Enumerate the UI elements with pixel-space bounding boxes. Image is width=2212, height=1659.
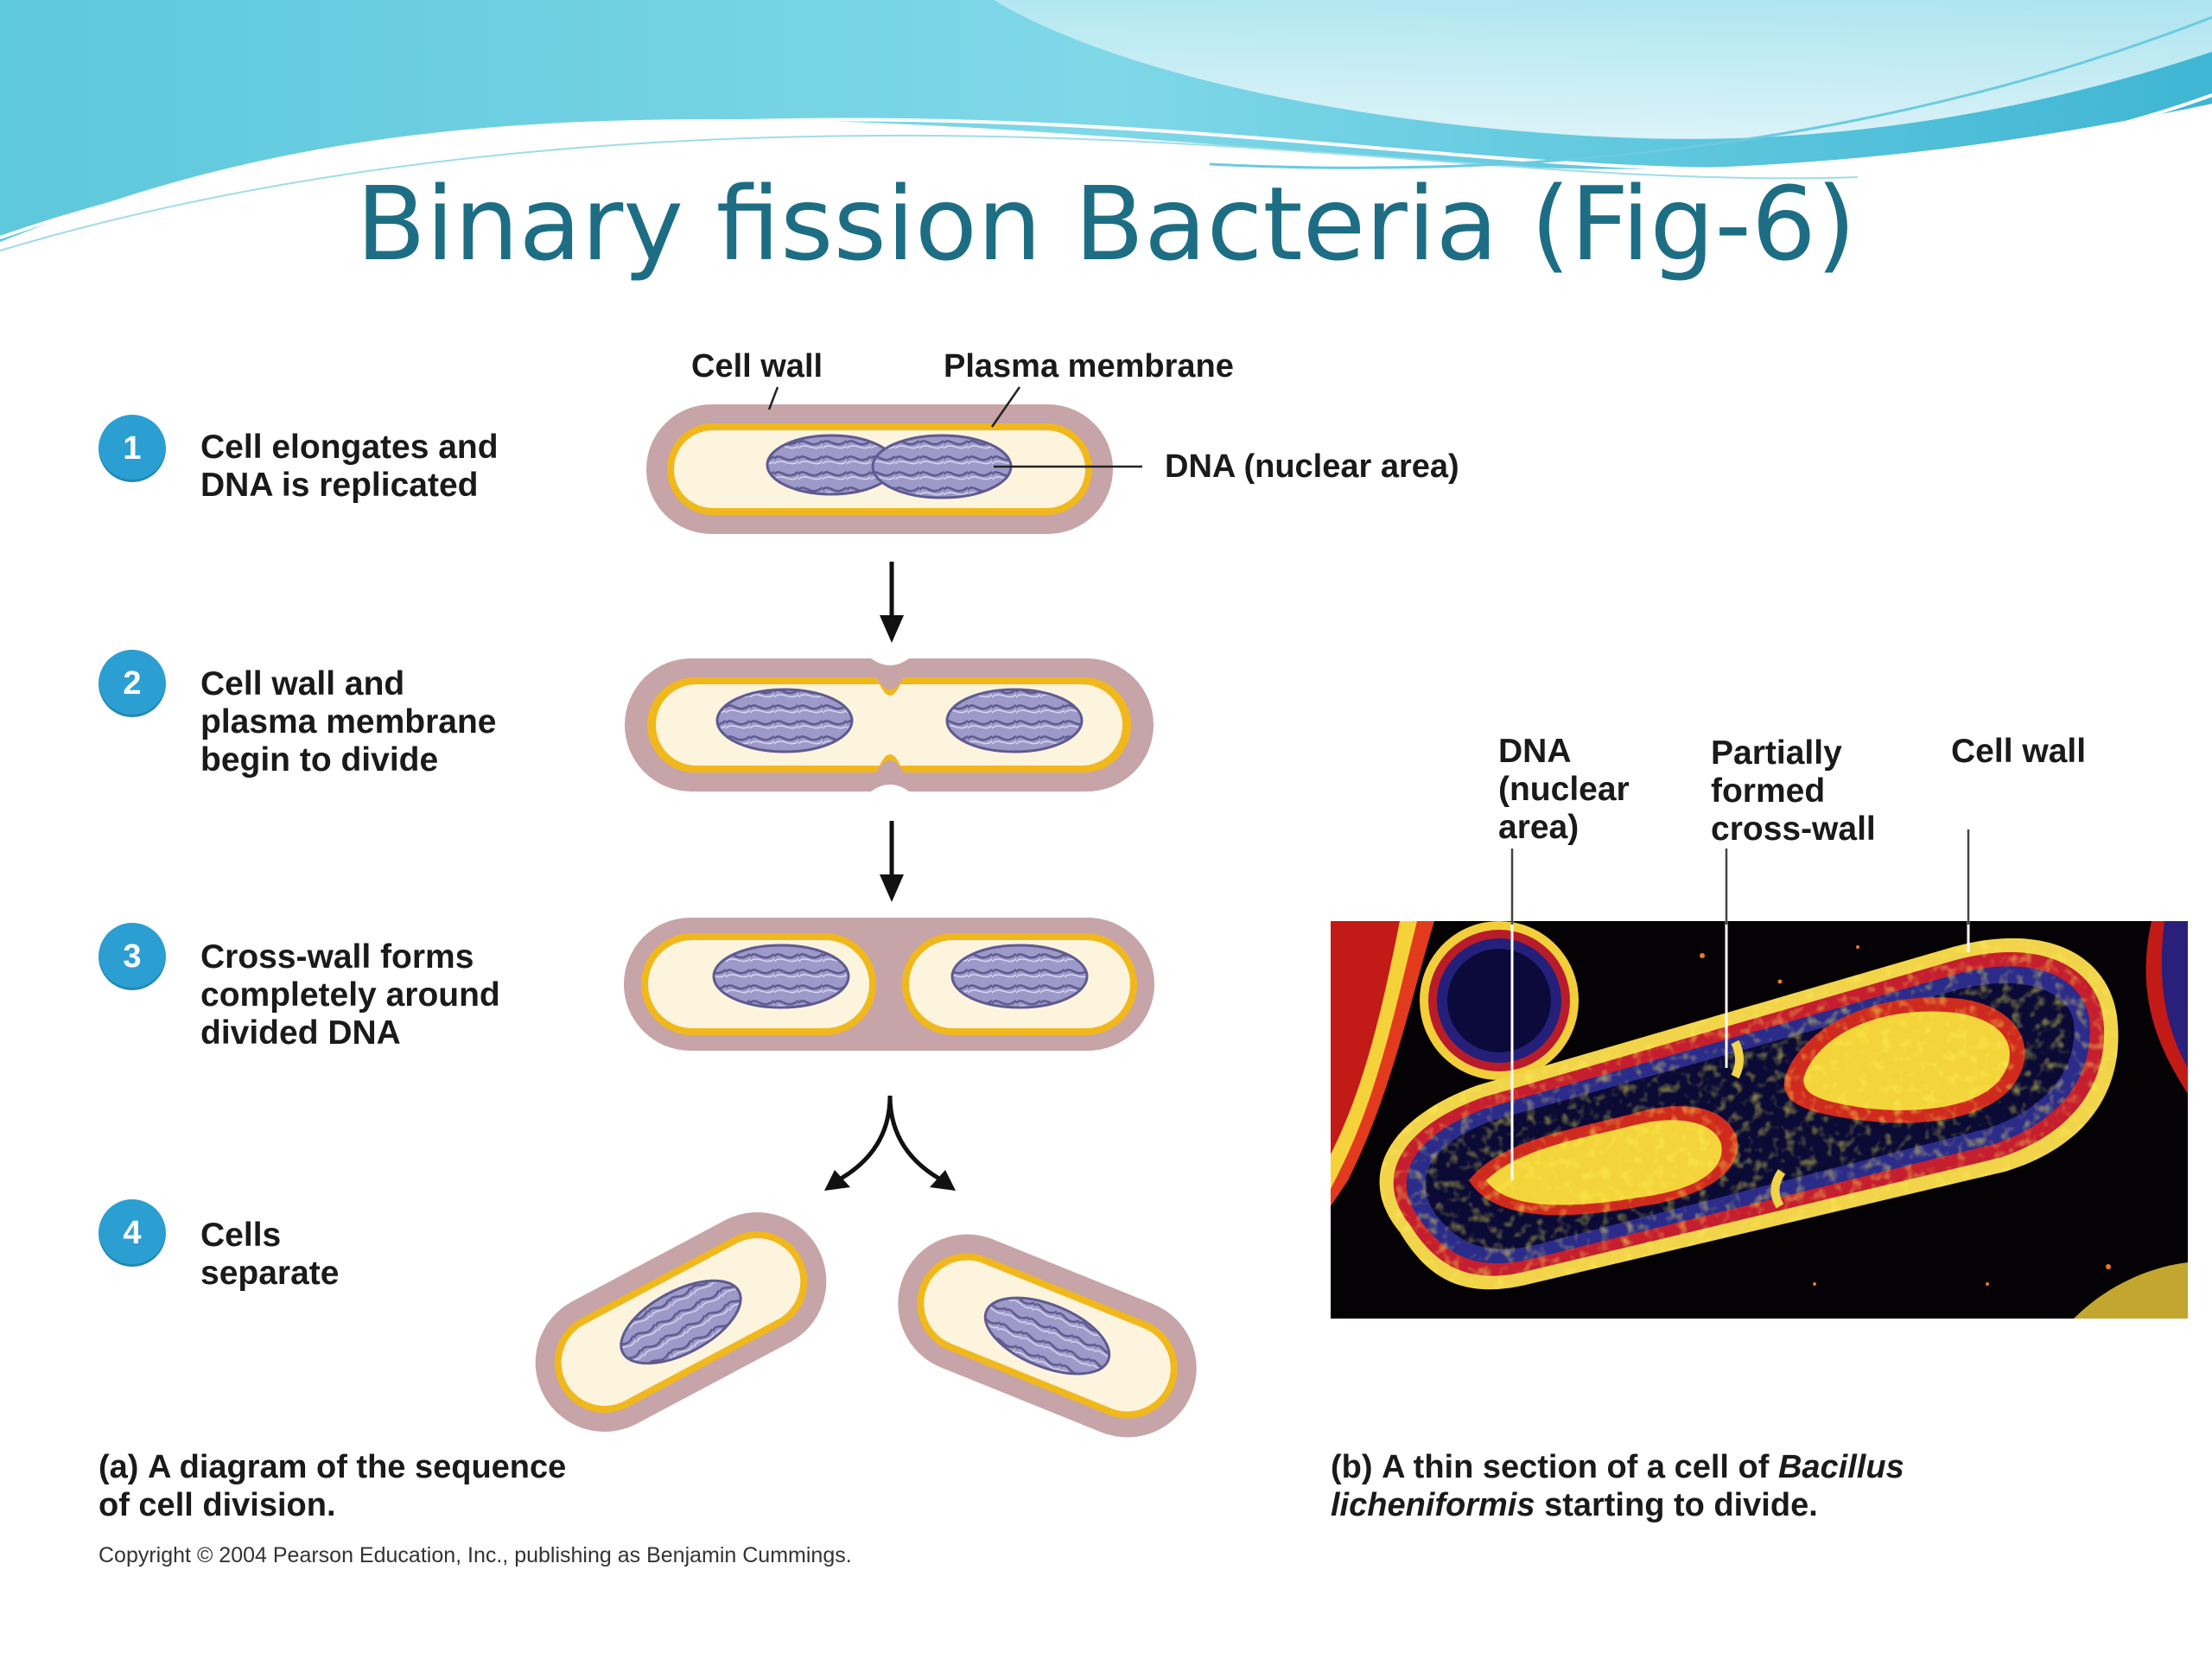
dna-cluster — [715, 688, 1084, 753]
step-badge-3: 3 — [99, 923, 166, 990]
plasma-membrane-label: Plasma membrane — [944, 348, 1234, 385]
caption-b-species2: licheniformis — [1331, 1487, 1535, 1523]
split-arrow — [824, 1095, 956, 1191]
cell-step-4-left — [535, 1212, 827, 1432]
down-arrow-2 — [880, 821, 904, 902]
caption-b: (b) A thin section of a cell of Bacillus… — [1331, 1448, 1904, 1524]
micrograph-cell-wall-label: Cell wall — [1951, 733, 2087, 770]
step-badge-1: 1 — [99, 415, 166, 482]
cell-step-4-right — [898, 1234, 1197, 1438]
micrograph-dna-label: DNA (nuclear area) — [1498, 733, 1630, 846]
step-4-text: Cells separate — [200, 1217, 340, 1292]
header-wave-decoration — [0, 0, 2212, 251]
dna-nuclear-area-label: DNA (nuclear area) — [1165, 448, 1459, 485]
slide-title: Binary fission Bacteria (Fig-6) — [355, 164, 1857, 283]
micrograph-cross-wall-label: Partially formed cross-wall — [1711, 734, 1876, 848]
caption-b-text2: starting to divide. — [1544, 1487, 1818, 1523]
caption-a-line1: A diagram of the sequence — [148, 1449, 567, 1485]
caption-b-species1: Bacillus — [1777, 1449, 1904, 1485]
caption-b-text1: A thin section of a cell of — [1382, 1449, 1770, 1485]
down-arrow-1 — [880, 562, 904, 643]
caption-a: (a) A diagram of the sequence of cell di… — [99, 1448, 566, 1524]
cell-step-3 — [624, 918, 1154, 1051]
step-2-text: Cell wall and plasma membrane begin to d… — [200, 665, 497, 779]
caption-b-letter: (b) — [1331, 1449, 1373, 1485]
step-1-text: Cell elongates and DNA is replicated — [200, 429, 499, 504]
plasma-membrane-leader — [990, 386, 1021, 428]
dna-cluster — [712, 944, 1089, 1009]
cell-wall-label: Cell wall — [691, 348, 823, 385]
copyright-text: Copyright © 2004 Pearson Education, Inc.… — [99, 1543, 852, 1567]
bacillus-micrograph — [1331, 921, 2188, 1319]
micrograph-leader-tops — [1510, 830, 1970, 925]
cell-step-2 — [625, 658, 1154, 791]
dna-cluster — [766, 434, 1013, 499]
step-badge-4: 4 — [99, 1199, 166, 1267]
step-badge-2: 2 — [99, 650, 166, 717]
caption-a-line2: of cell division. — [99, 1487, 336, 1523]
caption-a-letter: (a) — [99, 1449, 139, 1485]
step-3-text: Cross-wall forms completely around divid… — [200, 938, 500, 1052]
cell-wall-leader — [767, 386, 779, 410]
cell-step-1 — [646, 404, 1113, 534]
